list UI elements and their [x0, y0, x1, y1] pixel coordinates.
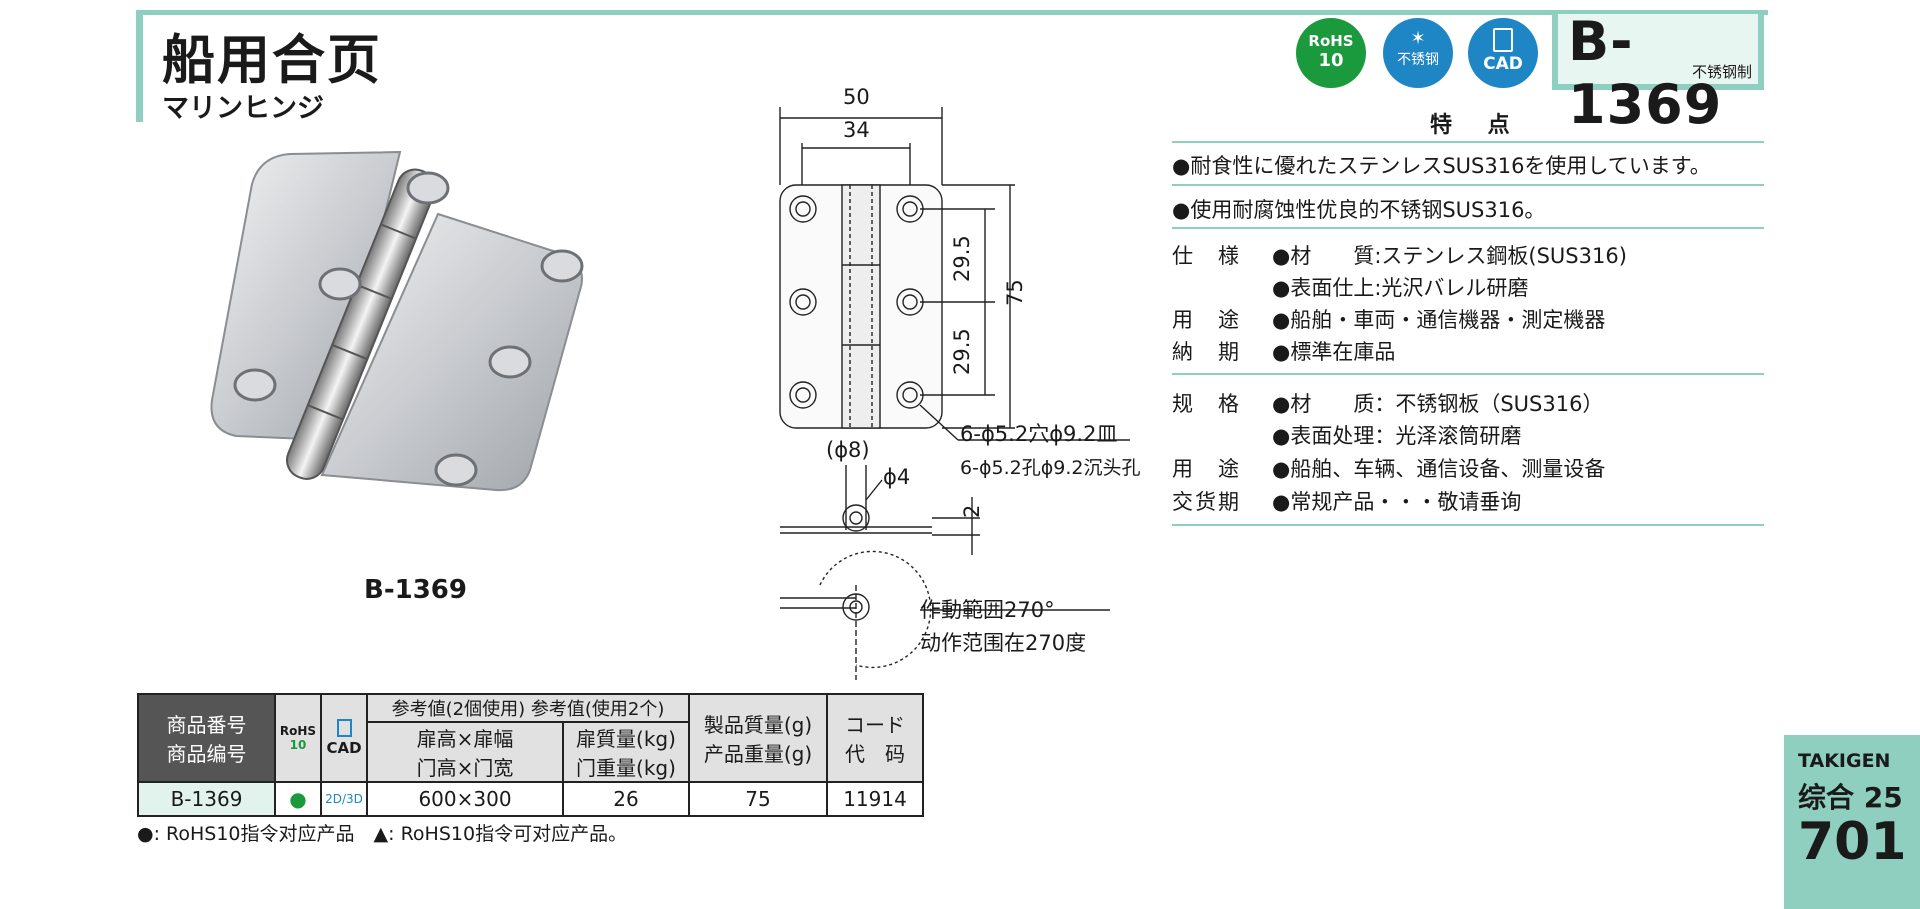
cell-product-no: B-1369: [137, 781, 276, 817]
dim-holes-cn: 6-ϕ5.2孔ϕ9.2沉头孔: [960, 457, 1141, 479]
page-number: 701: [1798, 812, 1907, 872]
divider: [1172, 141, 1764, 143]
dim-pitch-lower: 29.5: [950, 328, 974, 375]
dim-height: 75: [1003, 279, 1027, 306]
photo-caption: B-1369: [364, 575, 467, 605]
rohs10-badge-icon: RoHS 10: [1296, 18, 1366, 88]
spec-row-cn: ●表面处理：光泽滚筒研磨: [1272, 424, 1522, 448]
cell-cad: 2D/3D: [320, 781, 368, 817]
dim-knuckle-diameter: (ϕ8): [826, 438, 870, 462]
table-row: B-1369 ● 2D/3D 600×300 26 75 11914: [137, 781, 924, 817]
product-photo: [210, 150, 584, 492]
dim-holes-jp: 6-ϕ5.2穴ϕ9.2皿: [960, 422, 1118, 446]
col-product-weight: 製品質量(g)产品重量(g): [688, 693, 828, 783]
dim-thickness: 2: [960, 504, 984, 518]
dim-pin-diameter: ϕ4: [883, 465, 911, 489]
features-heading: 特 点: [1430, 113, 1524, 138]
material-note: 不锈钢制: [1691, 63, 1752, 81]
col-door-weight: 扉質量(kg)门重量(kg): [562, 721, 690, 783]
spec-row-cn: 规 格●材 质：不锈钢板（SUS316）: [1172, 392, 1604, 416]
spec-row-cn: 用 途●船舶、车辆、通信设备、测量设备: [1172, 457, 1606, 481]
rotation-range-cn: 动作范围在270度: [920, 631, 1087, 655]
dim-pitch-upper: 29.5: [950, 235, 974, 282]
spec-row-cn: 交货期●常规产品・・・敬请垂询: [1172, 490, 1522, 514]
dim-width-outer: 50: [843, 85, 870, 109]
cell-product-weight: 75: [688, 781, 828, 817]
page-subtitle: マリンヒンジ: [162, 93, 324, 124]
model-code: B-1369: [1568, 10, 1723, 136]
col-product-no: 商品番号商品编号: [137, 693, 276, 783]
brand-name: TAKIGEN: [1798, 750, 1891, 772]
feature-item-cn: ●使用耐腐蚀性优良的不锈钢SUS316。: [1172, 198, 1546, 222]
col-door-size: 扉高×扉幅门高×门宽: [366, 721, 564, 783]
divider: [1172, 524, 1764, 526]
footnote: ●: RoHS10指令对应产品 ▲: RoHS10指令可对应产品。: [137, 823, 628, 845]
spec-row-jp: 用 途●船舶・車両・通信機器・測定機器: [1172, 308, 1606, 332]
col-code: コード代 码: [826, 693, 924, 783]
divider: [1172, 227, 1764, 229]
model-code-box: B-1369 不锈钢制: [1552, 10, 1764, 136]
stainless-badge-icon: ✶ 不锈钢: [1383, 18, 1453, 88]
page-title: 船用合页: [162, 30, 382, 91]
cell-door-weight: 26: [562, 781, 690, 817]
dim-width-inner: 34: [843, 118, 870, 142]
cell-code: 11914: [826, 781, 924, 817]
rotation-range-jp: 作動範囲270°: [920, 598, 1055, 622]
feature-item-jp: ●耐食性に優れたステンレスSUS316を使用しています。: [1172, 154, 1711, 178]
spec-row-jp: 納 期●標準在庫品: [1172, 340, 1396, 364]
side-tab: [1784, 735, 1920, 909]
spec-row-jp: 仕 様●材 質:ステンレス鋼板(SUS316): [1172, 244, 1627, 268]
divider: [1172, 184, 1764, 186]
cell-rohs: ●: [274, 781, 322, 817]
catalog-label: 综合 25: [1798, 781, 1903, 814]
cad-icon: [336, 719, 352, 737]
col-reference-group: 参考値(2個使用) 参考值(使用2个): [366, 693, 690, 723]
col-cad: CAD: [320, 693, 368, 783]
cad-badge-icon: CAD: [1468, 18, 1538, 88]
header-top-rule: [138, 10, 1768, 15]
spec-row-jp: ●表面仕上:光沢バレル研磨: [1272, 276, 1529, 300]
cell-door-size: 600×300: [366, 781, 564, 817]
divider: [1172, 373, 1764, 375]
document-icon: [1493, 28, 1513, 52]
title-accent-bar: [136, 10, 143, 122]
technical-drawing: [779, 107, 1130, 680]
